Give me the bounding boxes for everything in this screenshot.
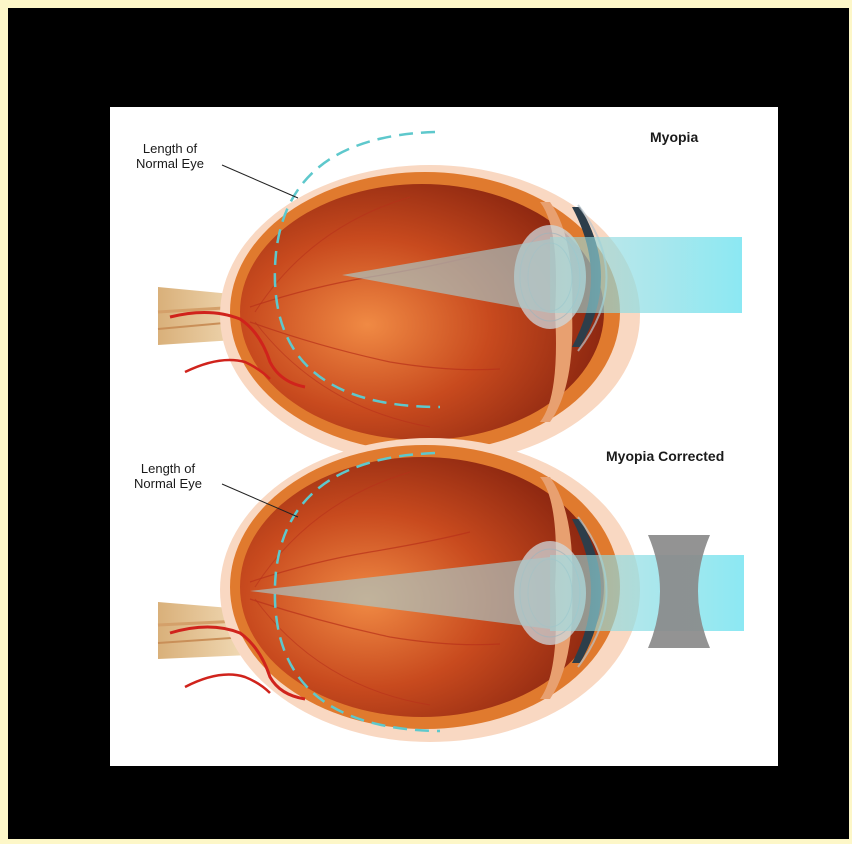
diagram-panel: Length of Normal Eye Myopia Length of No… [110,107,778,766]
bottom-length-label: Length of Normal Eye [118,461,218,491]
annotation-leader-line [222,165,298,198]
top-title: Myopia [650,129,698,145]
bottom-title: Myopia Corrected [606,448,724,464]
black-frame: Length of Normal Eye Myopia Length of No… [8,8,849,839]
top-length-label: Length of Normal Eye [120,141,220,171]
light-beam [550,237,742,313]
light-beam [550,555,744,631]
eye-cross-section-icon [158,165,640,465]
myopia-diagram-svg [110,107,778,766]
